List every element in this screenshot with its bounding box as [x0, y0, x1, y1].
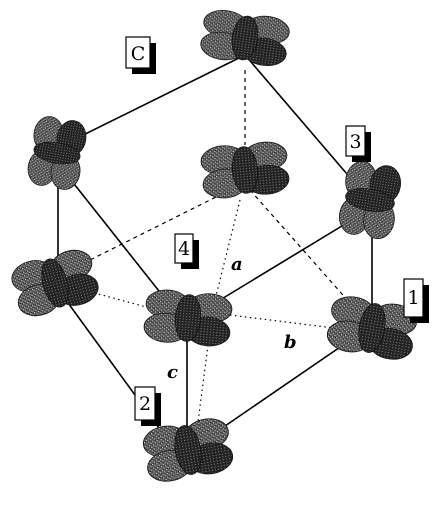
site-label-3-text: 3	[349, 131, 361, 153]
site-label-1: 1	[403, 278, 429, 323]
molecule-center	[142, 287, 234, 349]
solid-cell-edges	[54, 54, 373, 451]
site-label-3: 3	[345, 125, 371, 162]
site-label-4-text: 4	[178, 238, 190, 260]
dashed-inner-edges	[59, 70, 366, 446]
site-label-c-text: C	[131, 43, 146, 65]
site-label-2: 2	[134, 386, 161, 426]
axis-label-b: b	[284, 332, 297, 353]
edge-top-right	[244, 54, 366, 196]
site-label-2-text: 2	[139, 393, 151, 415]
edge-top-left	[62, 54, 246, 146]
dotted-inner-to-center-a	[214, 199, 241, 301]
site-label-c: C	[125, 36, 156, 74]
molecule-inner	[199, 139, 291, 201]
molecule-right-top	[336, 158, 404, 242]
axis-label-a: a	[231, 254, 243, 275]
molecule-top	[198, 7, 292, 69]
edge-center-to-right-top	[219, 214, 361, 301]
site-label-1-text: 1	[407, 287, 419, 309]
site-label-4: 4	[174, 233, 199, 269]
molecule-left-bottom	[7, 245, 103, 321]
molecule-sites	[7, 7, 420, 486]
molecule-left-top	[24, 113, 90, 193]
axis-label-c: c	[167, 362, 178, 383]
